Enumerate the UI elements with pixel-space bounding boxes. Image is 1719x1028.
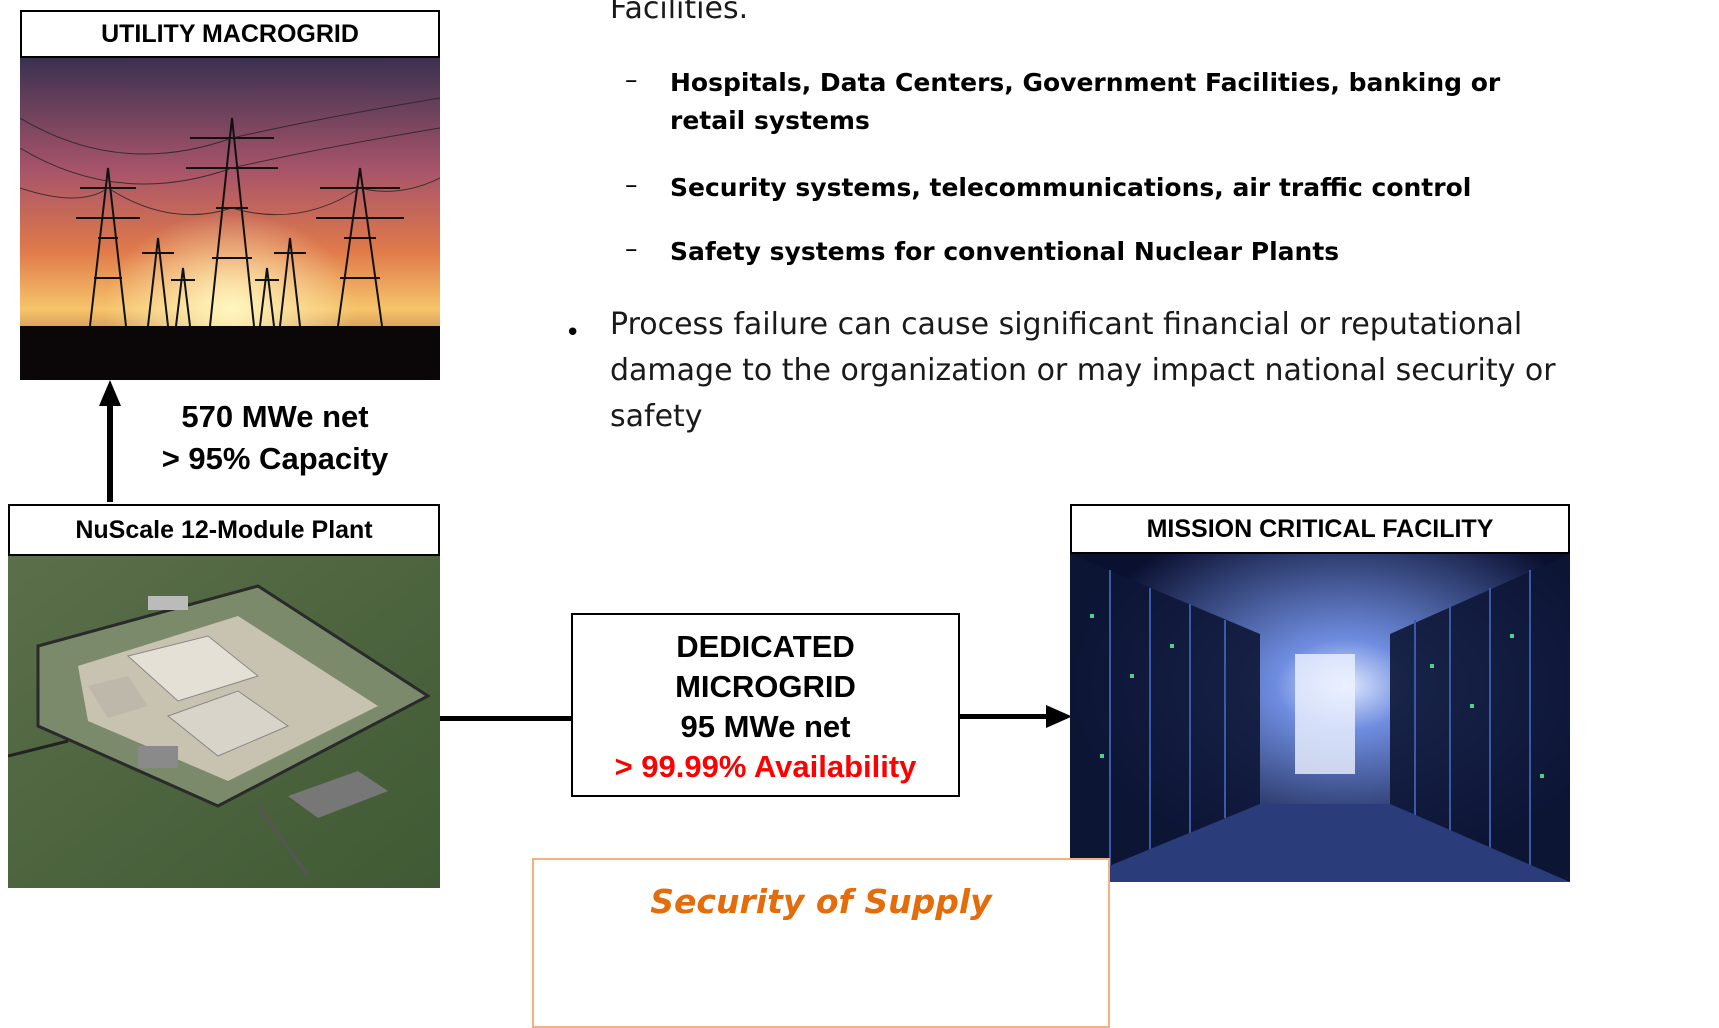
utility-label-text: UTILITY MACROGRID (101, 19, 359, 48)
facility-label: MISSION CRITICAL FACILITY (1070, 504, 1570, 554)
microgrid-line-3: 95 MWe net (680, 709, 851, 744)
main-bullet: Process failure can cause significant fi… (610, 307, 1556, 434)
data-center-photo (1070, 554, 1570, 882)
capacity-line-2: > 95% Capacity (161, 441, 389, 476)
capacity-line-1: 570 MWe net (181, 399, 369, 434)
microgrid-line-1: DEDICATED (676, 629, 855, 664)
nuclear-plant-aerial-photo (8, 556, 440, 888)
intro-fragment: Facilities. (610, 0, 749, 26)
microgrid-box: DEDICATED MICROGRID 95 MWe net > 99.99% … (571, 613, 960, 797)
sub-bullet-1: Hospitals, Data Centers, Government Faci… (670, 68, 1501, 135)
arrow-to-facility (960, 705, 1072, 728)
sub-bullet-dash: – (625, 234, 638, 263)
facility-label-text: MISSION CRITICAL FACILITY (1146, 514, 1494, 543)
sub-bullet-dash: – (625, 65, 638, 94)
bullet-dot: • (565, 318, 581, 348)
sub-bullet-3: Safety systems for conventional Nuclear … (670, 237, 1340, 266)
sub-bullet-dash: – (625, 170, 638, 199)
plant-label: NuScale 12-Module Plant (8, 504, 440, 556)
security-box: Security of Supply (532, 858, 1110, 1028)
connector-plant-microgrid (440, 716, 572, 721)
microgrid-availability: > 99.99% Availability (614, 749, 917, 784)
sub-bullet-2: Security systems, telecommunications, ai… (670, 173, 1472, 202)
plant-label-text: NuScale 12-Module Plant (75, 515, 373, 544)
power-lines-sunset-photo (20, 58, 440, 380)
security-label: Security of Supply (650, 882, 992, 921)
utility-label: UTILITY MACROGRID (20, 10, 440, 58)
microgrid-line-2: MICROGRID (675, 669, 856, 704)
capacity-text: 570 MWe net > 95% Capacity (130, 396, 420, 480)
arrow-to-macrogrid (99, 380, 121, 502)
